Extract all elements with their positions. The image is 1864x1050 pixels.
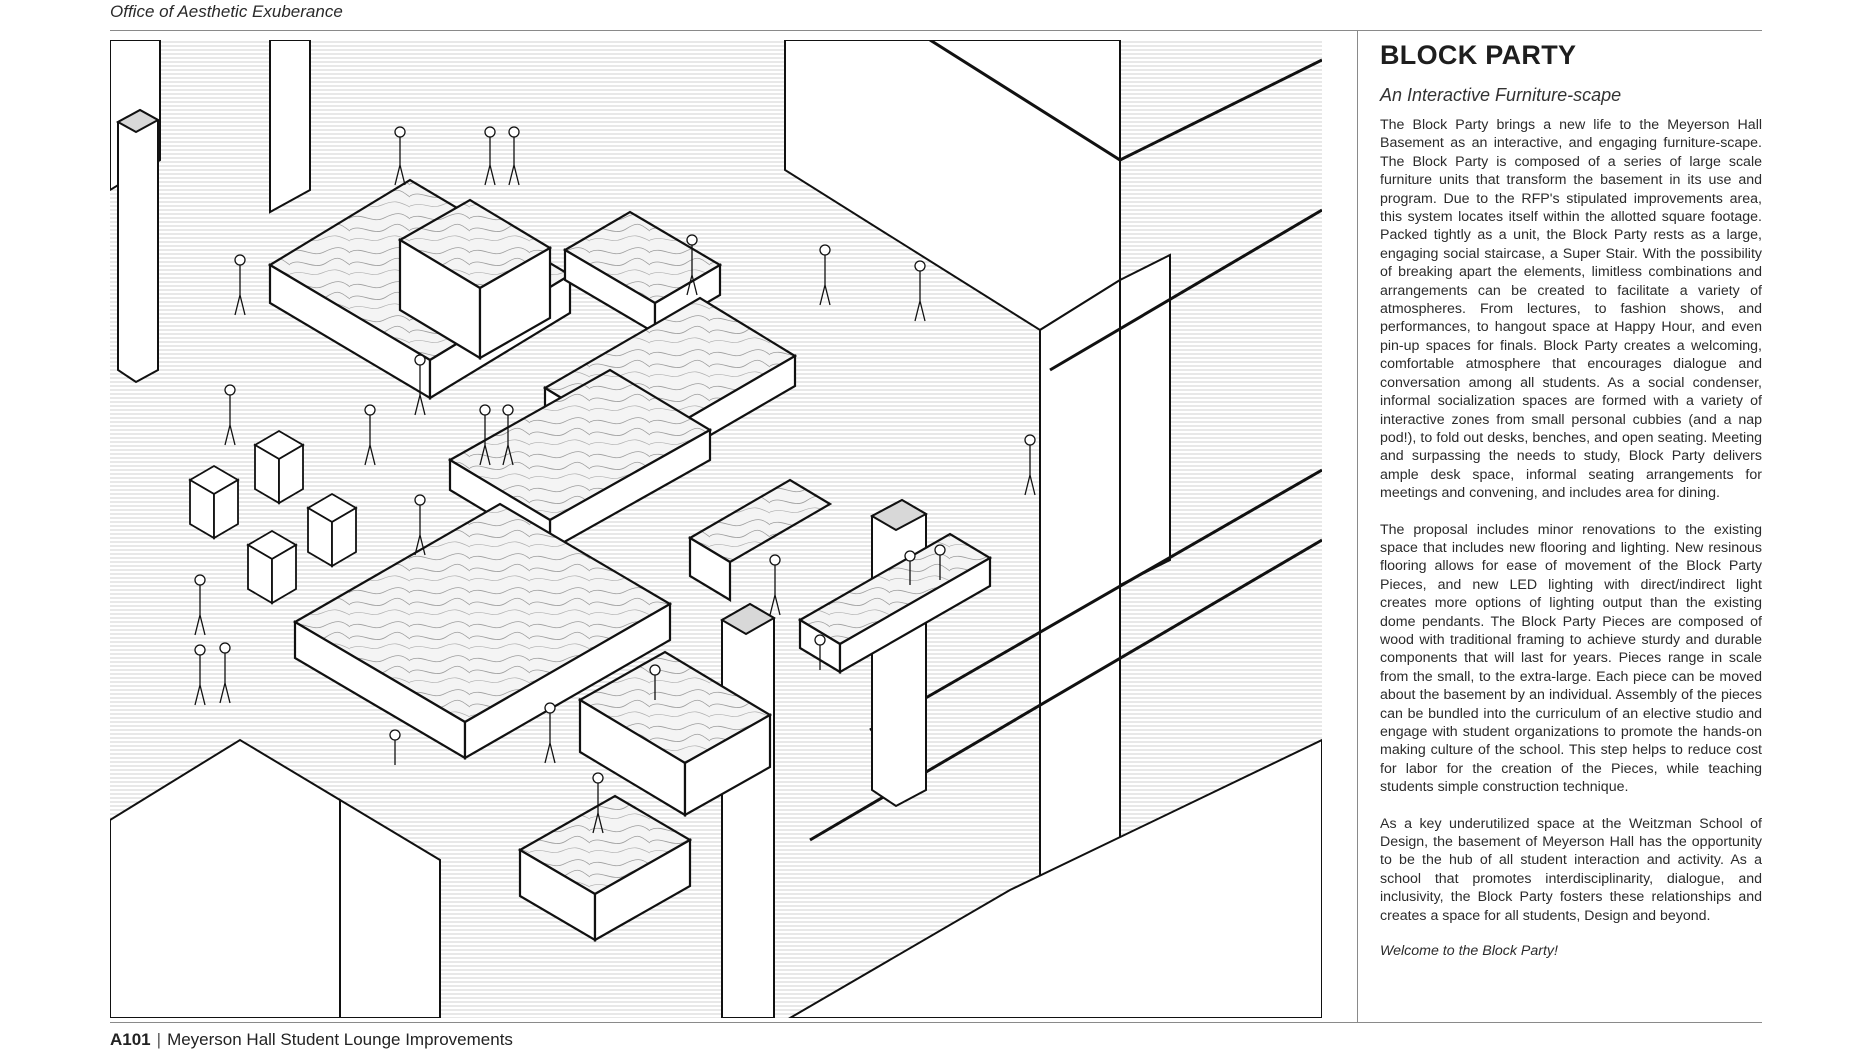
sheet-separator: |: [156, 1030, 162, 1049]
description-panel: BLOCK PARTY An Interactive Furniture-sca…: [1380, 40, 1762, 959]
project-title: BLOCK PARTY: [1380, 40, 1577, 70]
people: [194, 126, 1036, 834]
description-paragraph-1: The Block Party brings a new life to the…: [1380, 117, 1762, 502]
project-subtitle: An Interactive Furniture-scape: [1380, 85, 1622, 105]
description-paragraph-3: As a key underutilized space at the Weit…: [1380, 815, 1762, 924]
footer-rule: [110, 1022, 1762, 1023]
firm-name: Office of Aesthetic Exuberance: [110, 2, 343, 21]
column-divider: [1357, 30, 1358, 1022]
sheet-title-block: A101 | Meyerson Hall Student Lounge Improv…: [110, 1030, 513, 1050]
project-name: Meyerson Hall Student Lounge Improvement…: [167, 1030, 513, 1049]
walls: [110, 40, 1322, 1018]
furniture-central: [292, 210, 833, 942]
header-rule: [110, 30, 1762, 31]
display-plinths: [188, 429, 358, 605]
furniture-bench-right: [797, 532, 993, 674]
axonometric-drawing: [110, 40, 1322, 1018]
description-paragraph-2: The proposal includes minor renovations …: [1380, 521, 1762, 796]
sheet-number: A101: [110, 1030, 151, 1049]
furniture-upper-left: [267, 178, 573, 400]
closing-line: Welcome to the Block Party!: [1380, 943, 1558, 960]
axonometric-svg: [110, 40, 1322, 1018]
